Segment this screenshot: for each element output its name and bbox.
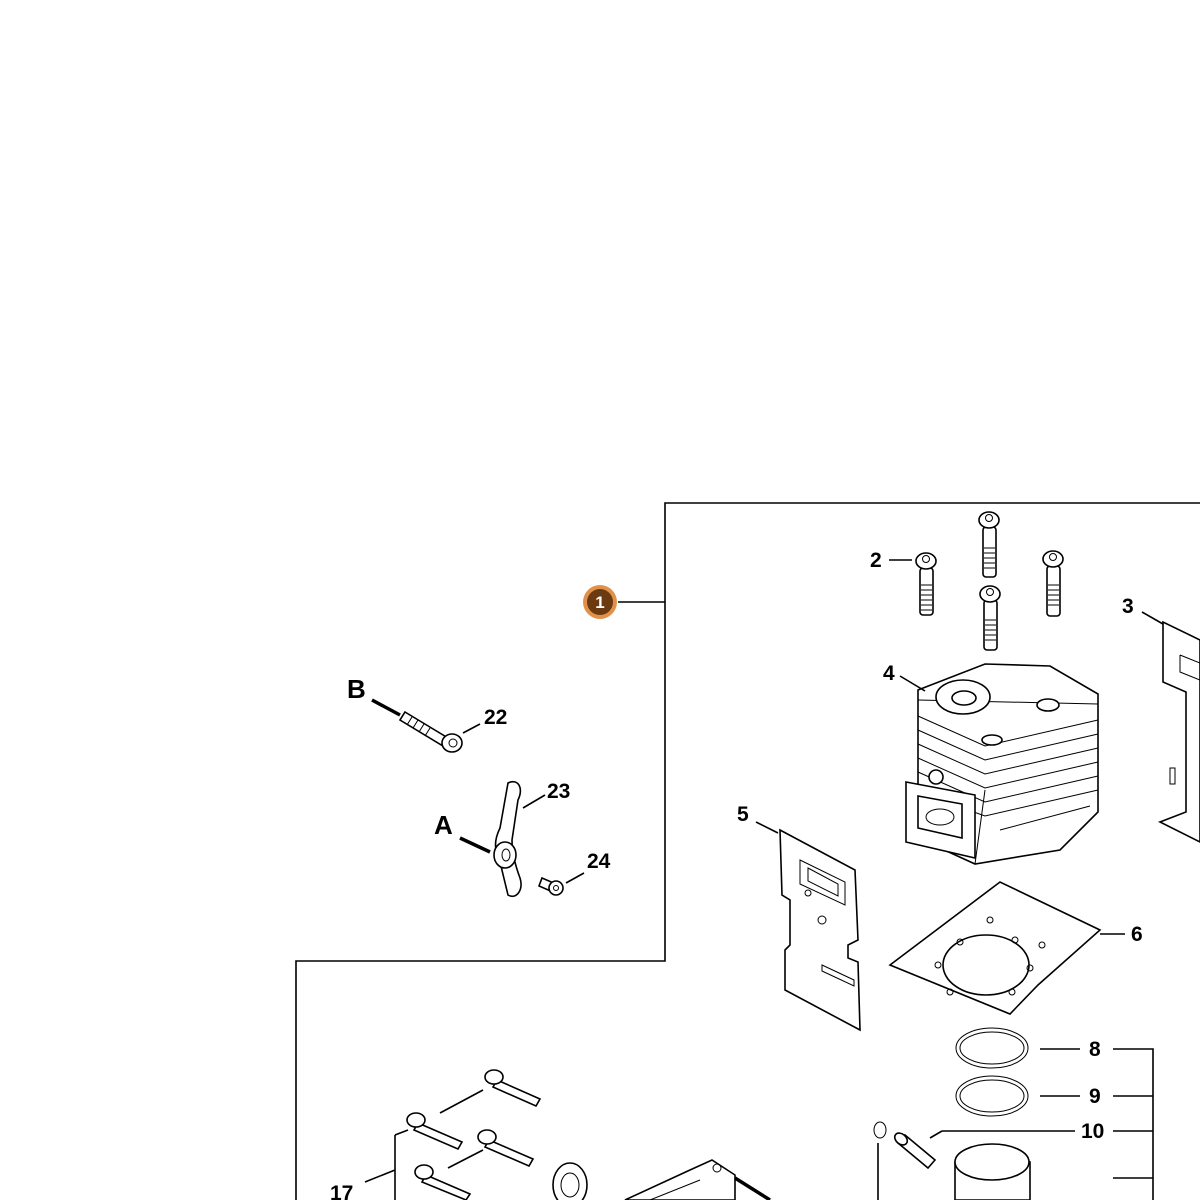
cylinder-part [905,663,1099,865]
svg-text:8: 8 [1089,1038,1101,1061]
piston-ring-upper [955,1027,1029,1069]
svg-text:10: 10 [1081,1120,1104,1143]
callout-6: 6 [1100,923,1143,946]
screw-24-part [537,876,564,896]
piston-part [954,1143,1031,1200]
svg-text:24: 24 [587,850,611,873]
callout-3: 3 [1122,595,1164,625]
cylinder-screw-4 [979,585,1001,651]
screw-22-part [398,710,463,753]
svg-text:2: 2 [870,549,882,572]
callout-8: 8 [1040,1038,1101,1061]
callout-2: 2 [870,549,912,572]
base-gasket-part [888,881,1102,1015]
svg-text:4: 4 [883,662,895,685]
letter-b-pointer: B [347,674,401,717]
callout-4: 4 [883,662,926,692]
gasket-part [779,828,861,1032]
svg-text:17: 17 [330,1182,353,1200]
svg-text:5: 5 [737,803,749,826]
callout-17: 17 [330,1089,484,1200]
crankcase-part [624,1159,771,1200]
svg-text:9: 9 [1089,1085,1101,1108]
cylinder-screw-1 [915,552,937,616]
callout-bracket [1113,1048,1154,1200]
piston-ring-lower [955,1075,1029,1117]
bearing-part [552,1162,588,1200]
badge-label: 1 [595,593,604,612]
position-badge-1[interactable]: 1 [583,585,665,619]
callout-5: 5 [737,803,779,834]
cylinder-screw-2 [978,511,1000,578]
piston-pin-part [893,1132,937,1170]
assembly-frame [295,502,1200,1200]
callout-10: 10 [929,1120,1104,1143]
svg-text:3: 3 [1122,595,1134,618]
svg-text:B: B [347,674,366,704]
callout-22: 22 [462,706,507,734]
cylinder-screw-3 [1042,550,1064,617]
crankcase-screw-2 [406,1112,464,1151]
bracket-23-part [493,781,522,897]
crankcase-screw-4 [414,1164,472,1200]
svg-text:23: 23 [547,780,570,803]
svg-text:6: 6 [1131,923,1143,946]
circlip-part [873,1121,887,1200]
svg-text:A: A [434,810,453,840]
letter-a-pointer: A [434,810,491,854]
crankcase-screw-3 [477,1129,535,1168]
svg-text:22: 22 [484,706,507,729]
callout-23: 23 [522,780,570,809]
callout-9: 9 [1040,1085,1101,1108]
shroud-part [1158,620,1200,843]
callout-24: 24 [565,850,611,884]
crankcase-screw-1 [484,1069,542,1108]
